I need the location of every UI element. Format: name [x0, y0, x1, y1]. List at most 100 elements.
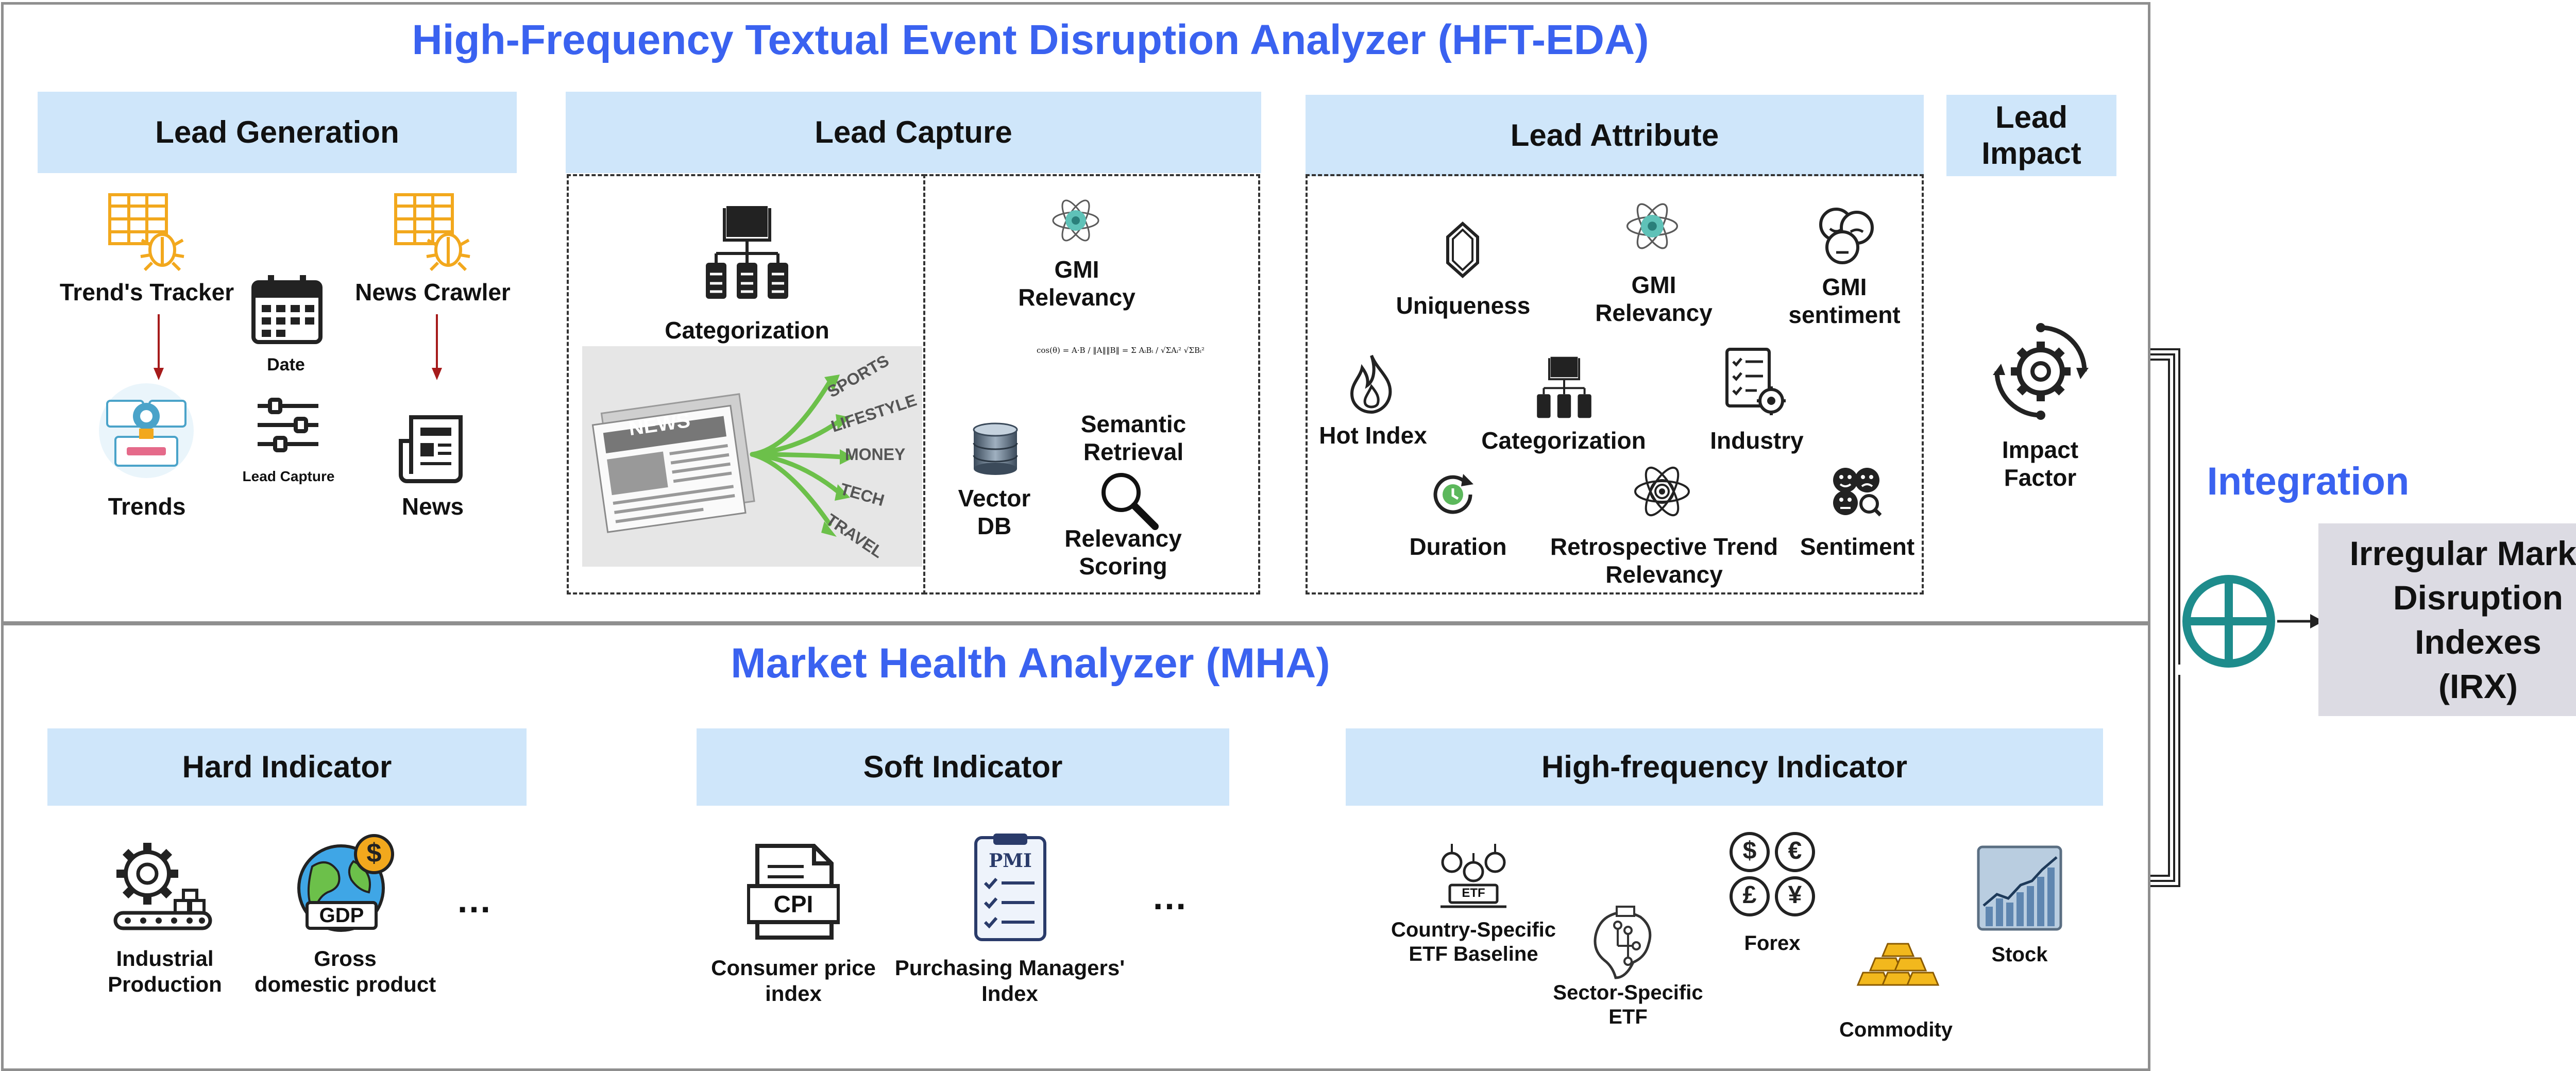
category-tag: MONEY — [845, 445, 906, 464]
sector-etf-label: Sector-Specific ETF — [1553, 981, 1703, 1029]
lead-impact-header: Lead Impact — [1946, 95, 2116, 176]
sliders-icon — [258, 398, 318, 452]
direct-sum-icon — [2182, 575, 2275, 668]
hft-eda-title: High-Frequency Textual Event Disruption … — [412, 16, 1649, 63]
lead-generation-header: Lead Generation — [38, 92, 517, 173]
soft-indicator-header: Soft Indicator — [697, 728, 1229, 806]
trends-label: Trends — [108, 493, 186, 520]
gdp-text: GDP — [319, 904, 364, 927]
spreadsheet-bug-icon — [394, 193, 470, 271]
country-etf-icon: ETF — [1437, 842, 1510, 909]
capture-gmi-relevancy-label: GMI Relevancy — [1018, 256, 1136, 311]
hft-eda-frame — [1, 2, 2150, 625]
purchasing-managers-index-label: Purchasing Managers' Index — [894, 956, 1125, 1006]
brain-atom-icon — [1052, 199, 1099, 242]
industrial-production-label: Industrial Production — [108, 946, 222, 996]
semantic-retrieval-label: Semantic Retrieval — [1080, 411, 1187, 466]
checklist-gear-icon — [1725, 348, 1786, 415]
pound-symbol: £ — [1742, 881, 1757, 909]
etf-text: ETF — [1462, 886, 1485, 900]
stock-label: Stock — [1991, 943, 2048, 966]
news-categorization-illustration: NEWS SPORTS LIFESTYLE MONEY TECH TRAVEL — [582, 346, 922, 567]
brain-atom-icon — [1626, 203, 1679, 249]
high-frequency-indicator-header: High-frequency Indicator — [1346, 728, 2103, 806]
cpi-document-icon: CPI — [747, 843, 840, 941]
arrow-down-icon — [154, 314, 164, 380]
mha-frame — [1, 621, 2150, 1071]
gross-domestic-product-label: Gross domestic product — [254, 946, 436, 996]
timer-cycle-icon — [1433, 474, 1473, 514]
vector-db-label: Vector DB — [958, 485, 1031, 540]
attribute-categorization-label: Categorization — [1481, 427, 1646, 454]
newspaper-icon — [399, 415, 463, 483]
database-icon — [973, 422, 1018, 475]
target-atom-icon — [1634, 466, 1690, 517]
newspaper-illustration-icon — [591, 375, 854, 537]
lead-capture-header: Lead Capture — [566, 92, 1261, 173]
circuit-map-icon — [1594, 906, 1652, 979]
cpi-text: CPI — [773, 891, 814, 917]
gmi-sentiment-label: GMI sentiment — [1788, 274, 1901, 329]
document-icon — [747, 844, 840, 940]
ellipsis-hard: … — [456, 880, 492, 920]
hard-indicator-header: Hard Indicator — [47, 728, 527, 806]
gold-bars-icon — [1856, 943, 1939, 986]
spreadsheet-bug-icon — [108, 193, 184, 271]
magnifier-icon — [1101, 473, 1159, 530]
forex-label: Forex — [1744, 932, 1801, 955]
news-crawler-label: News Crawler — [355, 279, 511, 305]
sentiment-faces-icon — [1819, 208, 1874, 264]
attribute-gmi-relevancy-label: GMI Relevancy — [1595, 271, 1713, 327]
pmi-clipboard-icon: PMI — [973, 832, 1048, 943]
relevancy-scoring-label: Relevancy Scoring — [1064, 525, 1182, 580]
lead-attribute-header: Lead Attribute — [1306, 95, 1924, 176]
irx-output-label: Irregular Market Disruption Indexes (IRX… — [2349, 534, 2576, 705]
currency-coins-icon — [1730, 832, 1815, 916]
industry-label: Industry — [1710, 427, 1804, 454]
yen-symbol: ¥ — [1788, 881, 1802, 909]
flame-icon — [1350, 354, 1392, 414]
calendar-icon — [251, 275, 323, 344]
coins-chart-icon — [1440, 844, 1506, 908]
factory-gear-icon — [113, 843, 212, 930]
gdp-globe-icon: GDP $ — [292, 830, 400, 939]
euro-symbol: € — [1788, 837, 1802, 864]
retrospective-trend-label: Retrospective Trend Relevancy — [1550, 533, 1778, 588]
mha-title: Market Health Analyzer (MHA) — [731, 640, 1330, 687]
hierarchy-book-icon — [1537, 356, 1591, 418]
integration-label: Integration — [2207, 460, 2410, 503]
dollar-sign-icon: $ — [366, 838, 382, 868]
uniqueness-label: Uniqueness — [1396, 292, 1531, 319]
lead-capture-right-box — [923, 174, 1260, 594]
clipboard-icon — [974, 834, 1046, 941]
country-etf-label: Country-Specific ETF Baseline — [1391, 919, 1556, 966]
pmi-text: PMI — [989, 850, 1032, 872]
date-label: Date — [267, 355, 305, 375]
news-label: News — [401, 493, 464, 520]
gem-icon — [1446, 222, 1479, 278]
sentiment-label: Sentiment — [1800, 533, 1915, 560]
emoji-faces-icon — [1833, 468, 1882, 517]
commodity-label: Commodity — [1839, 1018, 1953, 1041]
integration-connector-lines — [2150, 348, 2180, 887]
forex-icon: $ € £ ¥ — [1727, 830, 1820, 919]
trends-tracker-label: Trend's Tracker — [59, 279, 234, 305]
impact-factor-label: Impact Factor — [2002, 436, 2079, 491]
globe-coin-icon — [297, 834, 394, 932]
duration-label: Duration — [1409, 533, 1507, 560]
gear-cycle-icon — [1993, 323, 2089, 420]
irx-output-box: Irregular Market Disruption Indexes (IRX… — [2318, 523, 2576, 716]
hot-index-label: Hot Index — [1319, 422, 1427, 449]
hierarchy-book-icon — [706, 206, 788, 299]
dollar-symbol: $ — [1742, 837, 1757, 864]
trends-dashboard-icon — [99, 383, 194, 478]
consumer-price-index-label: Consumer price index — [711, 956, 876, 1006]
arrow-right-icon — [2277, 614, 2324, 628]
capture-categorization-label: Categorization — [665, 317, 829, 344]
arrow-down-icon — [432, 314, 442, 380]
stock-chart-icon — [1977, 845, 2062, 931]
lead-capture-small-label: Lead Capture — [242, 468, 335, 484]
cosine-similarity-formula: cos(θ) = A·B / ‖A‖‖B‖ = Σ AᵢBᵢ / √ΣAᵢ² √… — [1036, 346, 1205, 355]
ellipsis-soft: … — [1151, 877, 1188, 917]
lead-attribute-box — [1306, 174, 1924, 594]
